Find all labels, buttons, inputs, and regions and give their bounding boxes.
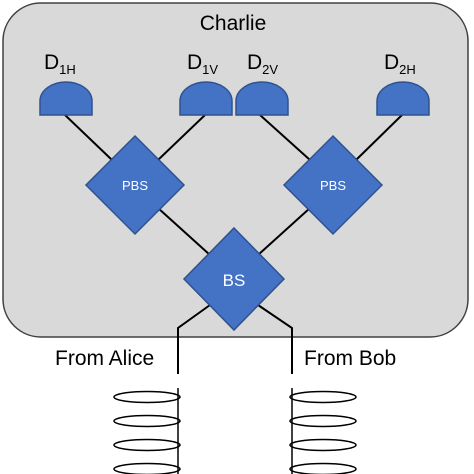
spool-bob-loop-3 — [289, 438, 357, 452]
detector-d1v-label: D1V — [187, 51, 218, 77]
pbs-left-shape — [84, 134, 186, 236]
detector-d1h-label: D1H — [44, 51, 76, 77]
detector-d2h-label: D2H — [384, 51, 416, 77]
detector-d2v: D2V — [235, 51, 289, 116]
pbs-right: PBS — [282, 134, 384, 236]
bs: BS — [182, 226, 286, 332]
bs-label: BS — [223, 271, 246, 290]
charlie-box — [2, 2, 469, 338]
spool-alice-loop-4 — [113, 462, 181, 474]
spool-bob-loop-1 — [289, 390, 357, 404]
alice-input-label: From Alice — [55, 347, 154, 370]
fiber-bob-in — [257, 304, 293, 374]
bob-input-label: From Bob — [304, 347, 396, 370]
pbs-left: PBS — [84, 134, 186, 236]
line-d2h-pbs-right — [355, 114, 403, 161]
detector-d1h-shape — [39, 81, 93, 116]
line-d2v-pbs-right — [259, 114, 311, 161]
spool-alice-loop-3 — [113, 438, 181, 452]
detector-d1v-shape — [179, 81, 233, 116]
connection-lines — [64, 114, 403, 374]
spool-bob-loop-4 — [289, 462, 357, 474]
charlie-title: Charlie — [200, 12, 267, 35]
detector-d2v-base: D — [247, 51, 262, 74]
pbs-right-label: PBS — [320, 178, 346, 193]
line-pbs-right-bs — [257, 207, 311, 256]
fiber-spool-bob — [289, 388, 357, 474]
detector-d1v-base: D — [187, 51, 202, 74]
fiber-alice-in — [177, 304, 211, 374]
detector-d2h-sub: 2H — [399, 62, 416, 77]
pbs-right-shape — [282, 134, 384, 236]
detector-d1v-sub: 1V — [202, 62, 218, 77]
detector-d1h-sub: 1H — [59, 62, 76, 77]
line-d1h-pbs-left — [64, 114, 113, 161]
bs-shape — [182, 226, 286, 332]
detector-d1h-base: D — [44, 51, 59, 74]
spool-alice-loop-2 — [113, 414, 181, 428]
spool-bob-loop-2 — [289, 414, 357, 428]
pbs-left-label: PBS — [122, 178, 148, 193]
detector-d2v-label: D2V — [247, 51, 278, 77]
fiber-spool-alice — [113, 388, 181, 474]
detector-d2v-shape — [235, 81, 289, 116]
line-d1v-pbs-left — [157, 114, 206, 161]
detector-d2h-shape — [376, 81, 430, 116]
detector-d1v: D1V — [179, 51, 233, 116]
detector-d2v-sub: 2V — [262, 62, 278, 77]
line-pbs-left-bs — [157, 207, 211, 256]
detector-d1h: D1H — [39, 51, 93, 116]
detector-d2h-base: D — [384, 51, 399, 74]
spool-alice-loop-1 — [113, 390, 181, 404]
detector-d2h: D2H — [376, 51, 430, 116]
